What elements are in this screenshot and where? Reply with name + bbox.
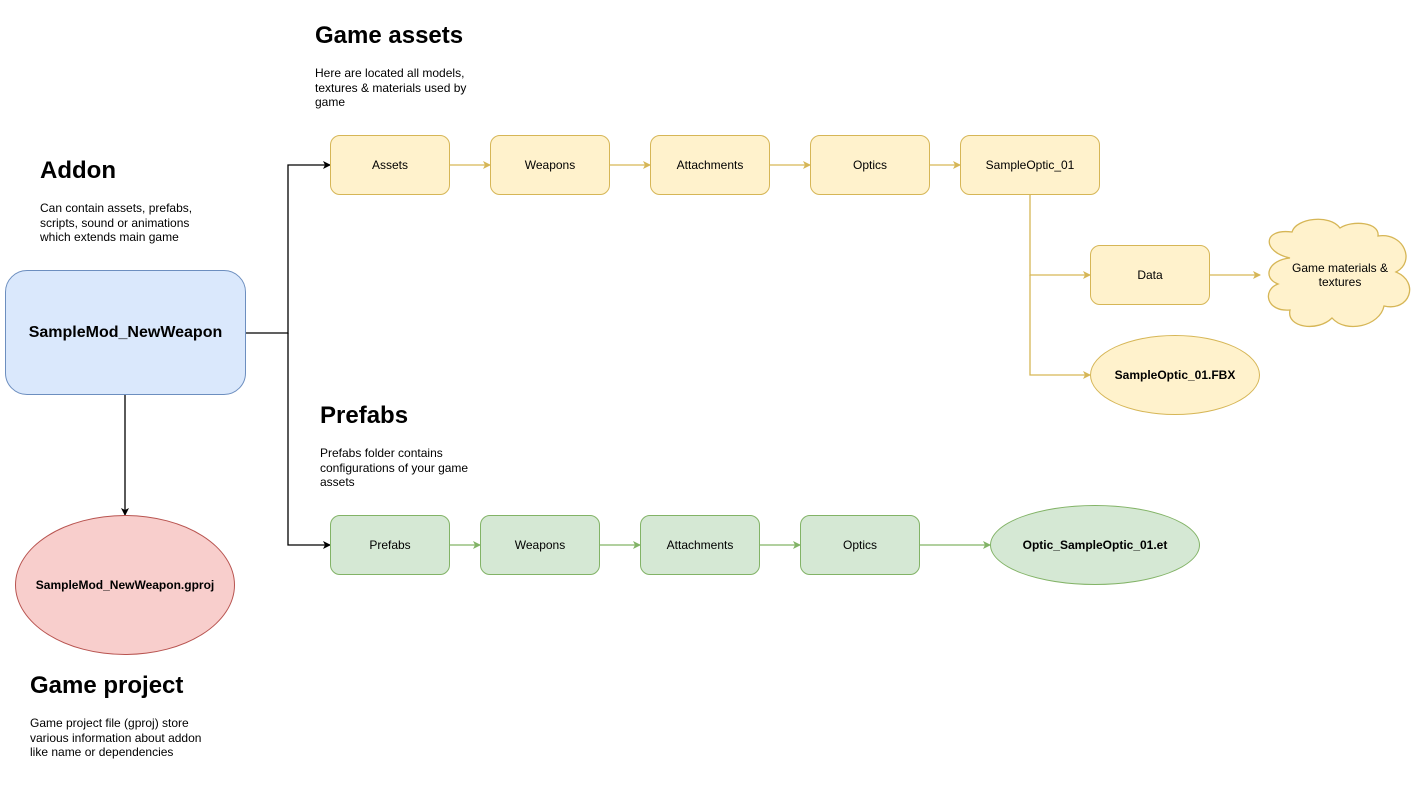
prefabs-node-weapons[interactable]: Weapons [480,515,600,575]
edge-addon-to-assets [246,161,331,334]
addon-root-node[interactable]: SampleMod_NewWeapon [5,270,246,395]
game-assets-heading: Game assets [315,22,464,49]
cloud-node-label[interactable]: Game materials & textures [1291,261,1389,289]
addon-heading: Addon [40,157,116,184]
assets-node-assets[interactable]: Assets [330,135,450,195]
game-project-heading: Game project [30,672,184,699]
cloud-shape [1267,218,1411,328]
edge-sampleoptic-data [1029,195,1091,279]
assets-node-data[interactable]: Data [1090,245,1210,305]
edge-sampleoptic-fbx [1029,275,1091,379]
prefab-file-node[interactable]: Optic_SampleOptic_01.et [990,505,1200,585]
game-assets-description: Here are located all models, textures & … [315,66,467,109]
prefabs-description: Prefabs folder contains configurations o… [320,446,469,489]
edge-addon-to-prefabs [287,333,331,549]
gproj-file-node[interactable]: SampleMod_NewWeapon.gproj [15,515,235,655]
addon-description: Can contain assets, prefabs, scripts, so… [40,201,193,244]
game-project-description: Game project file (gproj) store various … [30,716,202,759]
assets-node-weapons[interactable]: Weapons [490,135,610,195]
prefabs-node-optics[interactable]: Optics [800,515,920,575]
prefabs-node-attachments[interactable]: Attachments [640,515,760,575]
prefabs-node-prefabs[interactable]: Prefabs [330,515,450,575]
assets-node-attachments[interactable]: Attachments [650,135,770,195]
assets-node-optics[interactable]: Optics [810,135,930,195]
fbx-file-node[interactable]: SampleOptic_01.FBX [1090,335,1260,415]
prefabs-heading: Prefabs [320,402,409,429]
assets-node-sampleoptic[interactable]: SampleOptic_01 [960,135,1100,195]
